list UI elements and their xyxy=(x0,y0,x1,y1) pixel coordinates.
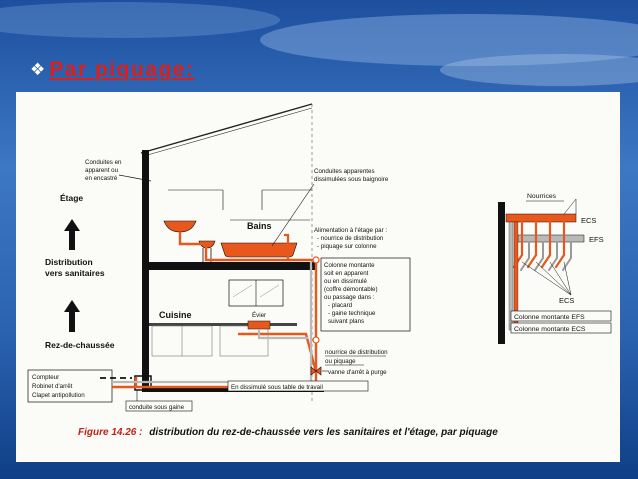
label-bains: Bains xyxy=(247,221,272,231)
leader-lines-ecs xyxy=(521,198,577,296)
roof-inner xyxy=(143,107,313,157)
arrow-up-icon xyxy=(64,219,80,250)
label-conduites-1: Conduites en xyxy=(85,159,122,166)
diagram-panel: Conduites en apparent ou en encastré Éta… xyxy=(16,92,620,462)
label-colonne-7: - gaine technique xyxy=(328,310,376,317)
label-etage: Étage xyxy=(60,193,83,203)
label-compteur: Compteur xyxy=(32,374,59,381)
label-nourrices: Nourrices xyxy=(527,193,557,200)
colonne-efs-box xyxy=(510,310,612,322)
compteur-box xyxy=(27,369,113,403)
label-colonne-6: - placard xyxy=(328,302,353,309)
label-colonne-3: ou en dissimulé xyxy=(324,278,368,285)
nourrice-node-icon xyxy=(312,256,320,264)
label-colonne-2: soit en apparent xyxy=(324,270,369,277)
label-conduites-2: apparent ou xyxy=(85,167,119,174)
upper-floor-slab xyxy=(149,262,316,270)
label-apparentes-2: dissimulées sous baignoire xyxy=(314,176,389,183)
colonne-box xyxy=(320,257,411,332)
diamond-bullet-icon: ❖ xyxy=(30,60,46,80)
label-robinet: Robinet d'arrêt xyxy=(32,383,73,390)
window-hatch xyxy=(259,284,280,298)
colonne-ecs-box xyxy=(510,322,612,334)
label-alim-2: - nourrice de distribution xyxy=(317,235,384,242)
label-conduite-gaine: conduite sous gaine xyxy=(129,404,185,411)
label-ecs-mid: ECS xyxy=(559,296,574,305)
label-rez-de-chaussee: Rez-de-chaussée xyxy=(45,340,115,350)
label-cuisine: Cuisine xyxy=(159,310,192,320)
outer-wall-right xyxy=(498,202,505,344)
bathtub xyxy=(220,242,298,258)
label-colonne-4: (coffre démontable) xyxy=(324,286,378,293)
label-alim-1: Alimentation à l'étage par : xyxy=(314,227,387,234)
label-colonne-5: ou passage dans : xyxy=(324,294,375,301)
label-apparentes-1: Conduites apparentes xyxy=(314,168,375,175)
caption-figure-number: Figure 14.26 : xyxy=(78,427,142,438)
gaine-box xyxy=(125,400,193,412)
label-dissimule: En dissimulé sous table de travail xyxy=(231,384,323,391)
label-colonne-efs: Colonne montante EFS xyxy=(514,314,585,321)
label-colonne-1: Colonne montante xyxy=(324,262,375,269)
nourrice-node-icon xyxy=(312,336,320,344)
title-text: Par piquage: xyxy=(49,58,195,81)
manifold-ecs xyxy=(505,213,577,223)
label-alim-3: - piquage sur colonne xyxy=(317,243,377,250)
label-vers-sanitaires: vers sanitaires xyxy=(45,268,105,278)
label-clapet: Clapet antipollution xyxy=(32,392,85,399)
label-vanne: vanne d'arrêt à purge xyxy=(328,369,387,376)
slide-title: ❖ Par piquage: xyxy=(30,58,194,82)
label-efs-top: EFS xyxy=(589,235,604,244)
window-hatch xyxy=(232,284,253,298)
label-evier: Évier xyxy=(252,312,266,319)
label-nourrice-2: ou piquage xyxy=(325,358,356,365)
label-distribution: Distribution xyxy=(45,257,93,267)
arrow-up-icon xyxy=(64,300,80,332)
valve-icon xyxy=(310,366,322,376)
figure-caption: Figure 14.26 : distribution du rez-de-ch… xyxy=(78,427,498,438)
leader-apparentes xyxy=(271,183,315,247)
bath-faucet xyxy=(284,233,290,243)
label-ecs-top: ECS xyxy=(581,216,596,225)
label-nourrice-1: nourrice de distribution xyxy=(325,349,388,356)
roof xyxy=(140,103,313,154)
caption-text: distribution du rez-de-chaussée vers les… xyxy=(149,427,498,438)
worktop xyxy=(149,323,297,326)
label-colonne-ecs: Colonne montante ECS xyxy=(514,326,586,333)
cabinet-under-sink xyxy=(219,325,269,357)
outer-wall xyxy=(142,150,149,386)
evier-basin xyxy=(247,320,271,330)
dissimule-box xyxy=(227,380,369,392)
label-colonne-8: suivant plans xyxy=(328,318,364,325)
label-conduites-3: en encastré xyxy=(85,175,118,182)
